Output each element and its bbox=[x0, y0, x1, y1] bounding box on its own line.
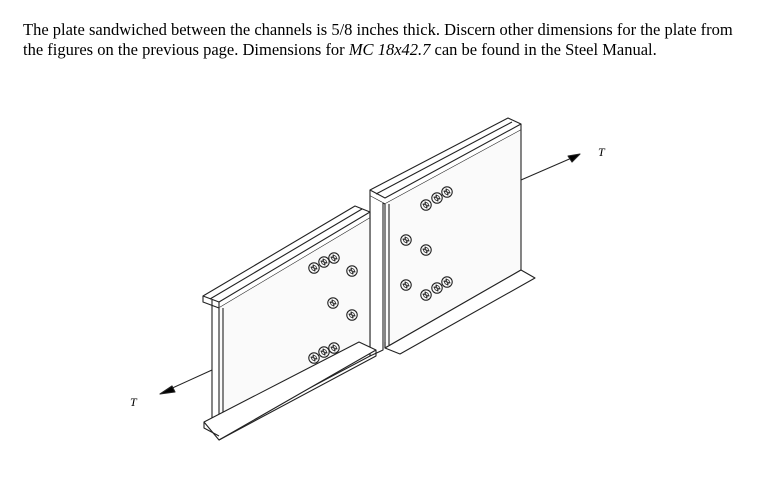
splice-plate bbox=[369, 196, 384, 357]
right-channel bbox=[369, 117, 536, 355]
left-channel bbox=[202, 205, 377, 441]
tension-arrow-right bbox=[520, 153, 581, 181]
paragraph-text-2: can be found in the Steel Manual. bbox=[430, 40, 657, 59]
section-designation: MC 18x42.7 bbox=[348, 40, 431, 59]
tension-arrow-left bbox=[159, 369, 213, 395]
tension-label-left: T bbox=[130, 395, 138, 409]
problem-paragraph: The plate sandwiched between the channel… bbox=[23, 20, 743, 60]
tension-label-right: T bbox=[598, 145, 606, 159]
paragraph-text-1: The plate sandwiched between the channel… bbox=[23, 20, 733, 59]
